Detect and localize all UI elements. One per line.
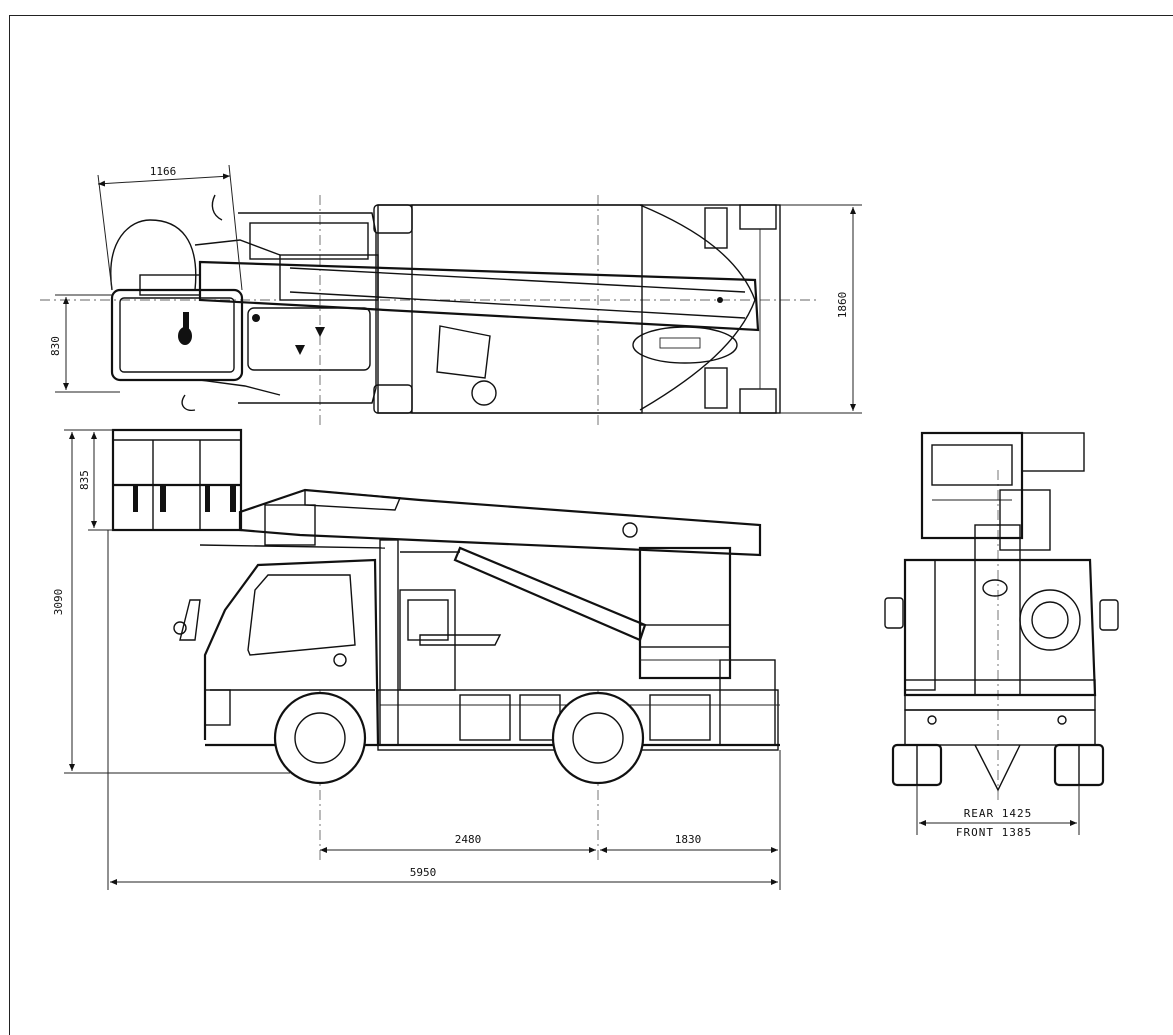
overall-width-label: 1860: [836, 292, 849, 319]
rear-overhang-label: 1830: [675, 833, 702, 846]
basket-height-label: 835: [78, 470, 91, 490]
front-track-label: FRONT 1385: [956, 826, 1032, 839]
top-view: [40, 194, 820, 425]
side-view-dimensions: 835 3090 2480 1830 5950: [52, 429, 781, 890]
overall-length-label: 5950: [410, 866, 437, 879]
drawing-frame: [9, 15, 1173, 1035]
rear-view-dimensions: REAR 1425 FRONT 1385: [916, 785, 1080, 839]
overall-height-label: 3090: [52, 589, 65, 616]
basket-depth-label: 830: [49, 336, 62, 356]
rear-view: [884, 431, 1119, 800]
side-view: [111, 428, 780, 860]
top-view-dimensions: 1166 830 1860: [49, 164, 862, 414]
wheelbase-label: 2480: [455, 833, 482, 846]
basket-width-label: 1166: [150, 165, 177, 178]
rear-track-label: REAR 1425: [964, 807, 1033, 820]
